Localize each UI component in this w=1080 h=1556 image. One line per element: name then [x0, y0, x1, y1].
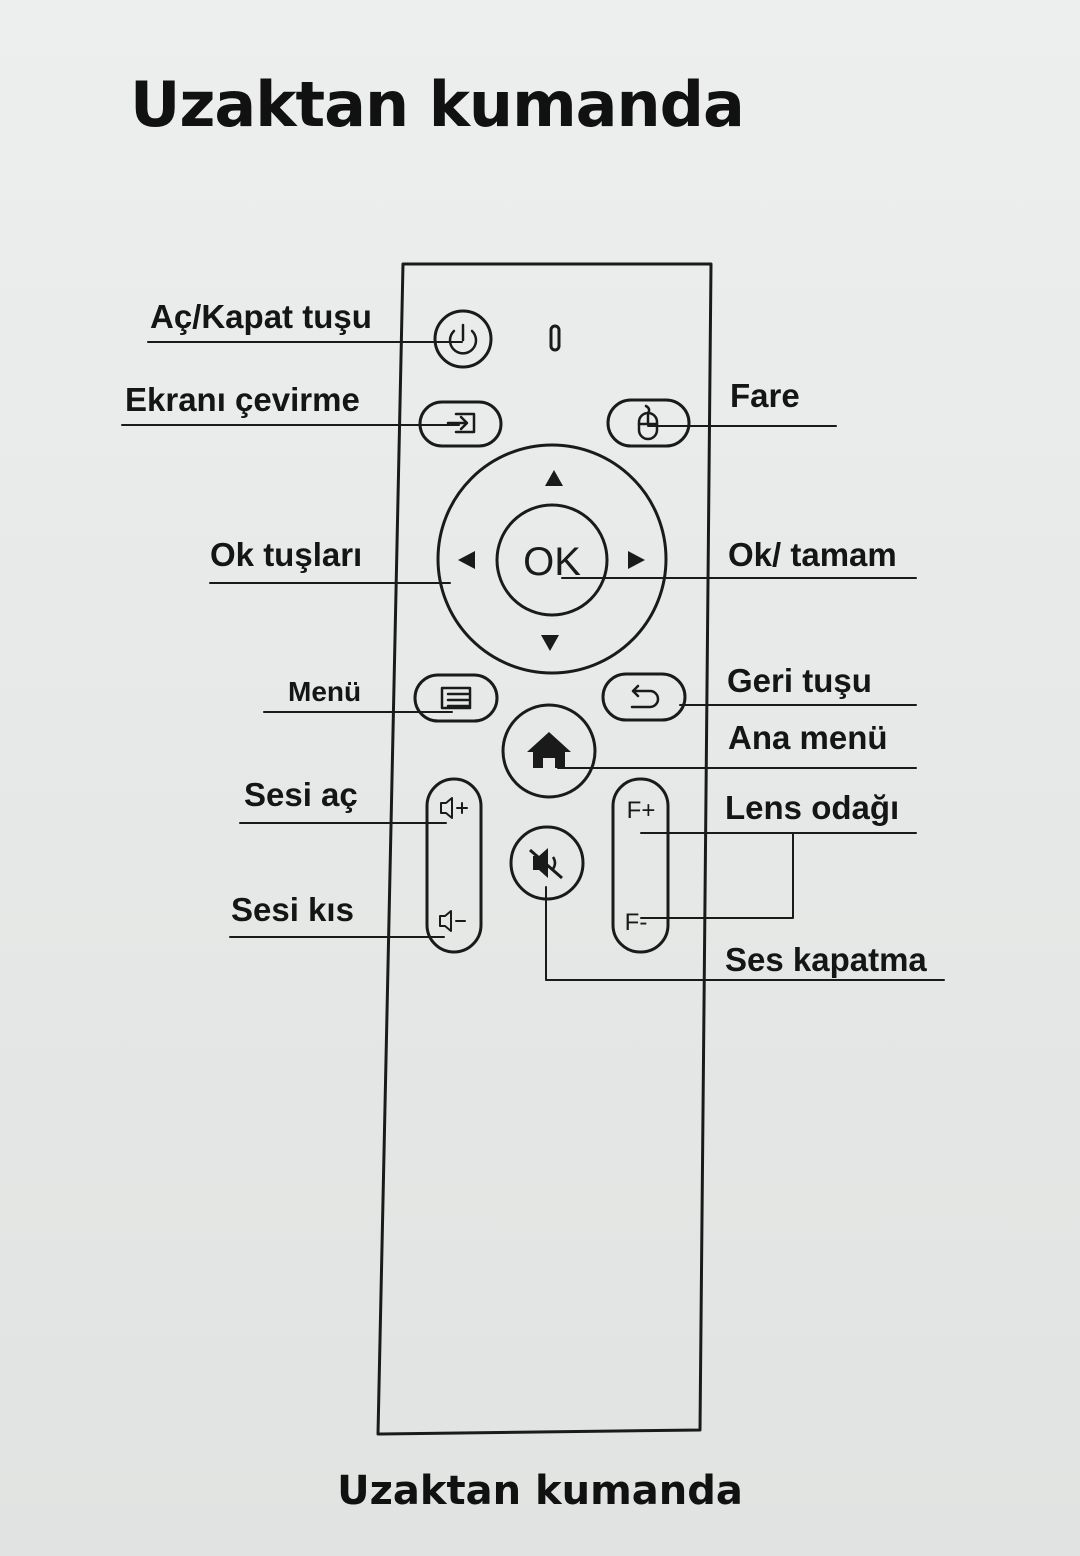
label-arrow-keys: Ok tuşları	[210, 536, 363, 573]
left-arrow-icon	[458, 551, 475, 569]
focus-minus-label: F-	[625, 909, 648, 936]
label-power: Aç/Kapat tuşu	[150, 298, 372, 335]
label-back: Geri tuşu	[727, 662, 872, 699]
ok-button[interactable]	[495, 503, 609, 617]
label-mouse: Fare	[730, 377, 800, 414]
label-home: Ana menü	[728, 719, 888, 756]
menu-button[interactable]	[413, 673, 499, 723]
dpad-ring	[436, 443, 668, 675]
ok-key-label: OK	[523, 540, 581, 584]
label-volume-up: Sesi aç	[244, 776, 358, 813]
power-button[interactable]	[433, 309, 493, 369]
volume-rocker[interactable]	[425, 777, 483, 954]
label-ok: Ok/ tamam	[728, 536, 897, 573]
up-arrow-icon	[545, 470, 563, 486]
page-caption: Uzaktan kumanda	[337, 1468, 743, 1514]
back-icon	[630, 684, 660, 709]
volume-up-icon	[440, 797, 468, 819]
led-indicator	[549, 324, 561, 352]
label-mute: Ses kapatma	[725, 941, 927, 978]
label-volume-down: Sesi kıs	[231, 891, 354, 928]
remote-body	[376, 262, 713, 1436]
home-button[interactable]	[501, 703, 597, 799]
input-button[interactable]	[418, 400, 503, 448]
down-arrow-icon	[541, 635, 559, 651]
power-icon	[448, 323, 478, 355]
menu-icon	[440, 686, 472, 710]
leader-lines	[121, 341, 945, 981]
mute-button[interactable]	[509, 825, 585, 901]
mouse-icon	[637, 404, 659, 441]
back-button[interactable]	[601, 672, 687, 722]
focus-plus-label: F+	[627, 797, 656, 824]
label-lens-focus: Lens odağı	[725, 789, 900, 826]
right-arrow-icon	[628, 551, 645, 569]
page-title: Uzaktan kumanda	[130, 68, 745, 141]
volume-down-icon	[439, 910, 466, 932]
mute-icon	[529, 848, 563, 880]
focus-rocker[interactable]	[611, 777, 670, 954]
label-menu: Menü	[288, 676, 362, 707]
label-screen-flip: Ekranı çevirme	[125, 381, 360, 418]
input-icon	[446, 412, 476, 434]
mouse-button[interactable]	[606, 398, 691, 448]
home-icon	[527, 732, 571, 768]
